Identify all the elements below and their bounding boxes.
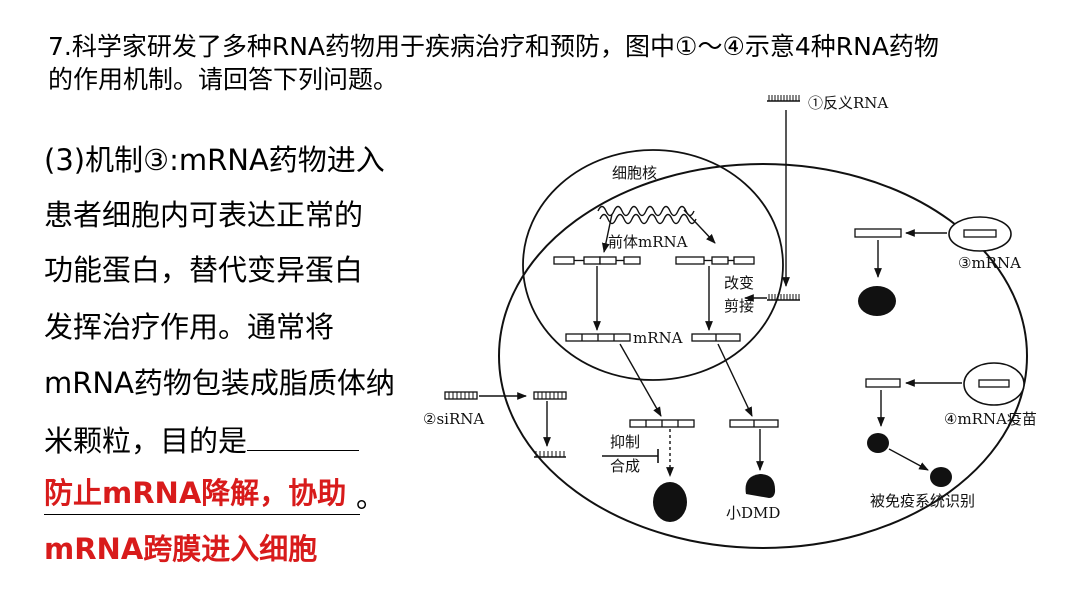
sirna-inside — [533, 391, 567, 400]
question-line-2: 的作用机制。请回答下列问题。 — [48, 65, 399, 94]
answer-line-6-text: 米颗粒，目的是 — [44, 424, 248, 458]
protein-blocked — [653, 482, 687, 522]
arrow-dna-to-pre1 — [601, 213, 613, 253]
small-dmd-label: 小DMD — [726, 504, 780, 522]
cell-membrane — [498, 163, 1028, 549]
question-line-1: 7.科学家研发了多种RNA药物用于疾病治疗和预防，图中①～④示意4种RNA药物 — [48, 32, 939, 61]
arrow-mrna-right-out — [717, 343, 753, 417]
change-label-1: 改变 — [724, 274, 754, 292]
mrna-in-liposome-3 — [963, 229, 997, 238]
synth-label: 合成 — [610, 457, 640, 475]
pre-mrna-label: 前体mRNA — [608, 233, 688, 251]
answer-blank — [247, 428, 360, 451]
dna-strand-2 — [599, 213, 697, 225]
answer-red-line-2: mRNA跨膜进入细胞 — [44, 532, 318, 566]
pre-mrna-left — [553, 256, 641, 265]
inhibit-label: 抑制 — [610, 433, 640, 451]
answer-line-5: mRNA药物包装成脂质体纳 — [44, 366, 395, 400]
mrna-drug3-released — [854, 228, 902, 238]
mrna-vaccine-released — [865, 378, 901, 388]
vaccine-label: ④mRNA疫苗 — [944, 410, 1037, 428]
arrow-mrna-left-out — [619, 343, 662, 417]
target-mrna — [629, 419, 695, 428]
pre-mrna-right — [675, 256, 755, 265]
nucleus-label: 细胞核 — [612, 164, 657, 182]
arrow-antigen-out — [888, 448, 929, 471]
answer-line-6: 米颗粒，目的是 — [44, 424, 360, 458]
antigen-presented — [930, 467, 952, 487]
mrna-in-liposome-4 — [978, 379, 1010, 388]
drug3-label: ③mRNA — [958, 254, 1021, 272]
answer-line-1: (3)机制③:mRNA药物进入 — [44, 143, 385, 177]
antisense-rna-strand — [767, 95, 800, 102]
nucleus-membrane — [522, 149, 784, 381]
answer-period: 。 — [356, 480, 386, 514]
answer-line-4: 发挥治疗作用。通常将 — [44, 310, 335, 344]
mrna-left — [565, 333, 631, 342]
mrna-label: mRNA — [633, 329, 683, 347]
sirna-outside — [444, 391, 478, 400]
change-label-2: 剪接 — [724, 297, 754, 315]
answer-line-3: 功能蛋白，替代变异蛋白 — [44, 253, 364, 287]
functional-protein — [858, 286, 896, 316]
antisense-rna-bound — [767, 294, 800, 301]
small-dmd-protein — [745, 474, 776, 498]
antisense-rna-label: ①反义RNA — [808, 94, 888, 112]
answer-red-line-1: 防止mRNA降解，协助 — [44, 476, 347, 510]
answer-underline — [44, 514, 360, 515]
mrna-dmd — [729, 419, 779, 428]
sirna-label: ②siRNA — [423, 410, 484, 428]
sirna-single-strand — [534, 451, 566, 458]
dna-strand-1 — [597, 205, 695, 217]
mrna-right — [691, 333, 741, 342]
immune-label: 被免疫系统识别 — [870, 492, 975, 510]
antigen-protein — [867, 433, 889, 453]
arrow-dna-to-pre2 — [683, 209, 716, 244]
answer-line-2: 患者细胞内可表达正常的 — [44, 198, 364, 232]
